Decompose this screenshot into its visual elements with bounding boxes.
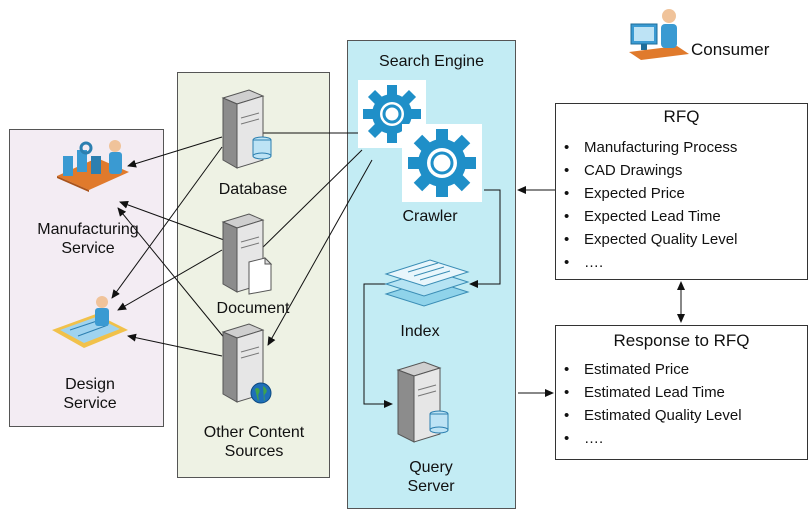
rfq-item: Expected Lead Time	[562, 205, 737, 228]
database-to-manufacturing-arrow	[127, 136, 223, 168]
crawler-label: Crawler	[402, 208, 458, 225]
rfq-item: Manufacturing Process	[562, 136, 737, 159]
other-sources-line1: Other Content	[203, 424, 305, 441]
consumer-icon	[629, 9, 689, 60]
other-to-design-arrow	[127, 333, 223, 357]
index-to-query-arrow	[363, 283, 393, 408]
globe-icon	[250, 382, 272, 404]
design-line1: Design	[65, 376, 115, 393]
other-to-manufacturing-arrow	[117, 207, 227, 341]
document-to-manufacturing-arrow	[119, 200, 225, 241]
rfq-item: CAD Drawings	[562, 159, 737, 182]
document-to-design-arrow	[117, 249, 223, 311]
query-server-line1: Query	[409, 459, 453, 476]
response-item: ….	[562, 427, 742, 450]
rfq-item: Expected Quality Level	[562, 228, 737, 251]
server-icon	[221, 213, 273, 295]
response-title: Response to RFQ	[613, 331, 750, 350]
database-to-design-arrow	[111, 146, 223, 299]
search-engine-title: Search Engine	[379, 53, 484, 70]
designer-icon	[52, 296, 128, 348]
crawler-to-document-arrow	[254, 149, 363, 256]
database-label: Database	[218, 181, 288, 198]
document-label: Document	[216, 300, 290, 317]
rfq-item: Expected Price	[562, 182, 737, 205]
manufacturing-line1: Manufacturing	[37, 221, 139, 238]
rfq-title: RFQ	[663, 107, 700, 126]
server-icon	[221, 89, 272, 169]
response-box: Response to RFQ Estimated Price Estimate…	[555, 325, 808, 460]
response-item: Estimated Lead Time	[562, 381, 742, 404]
response-item: Estimated Price	[562, 358, 742, 381]
gear-icon	[402, 124, 482, 202]
query-server-line2: Server	[407, 478, 455, 495]
server-icon	[396, 361, 449, 443]
response-item: Estimated Quality Level	[562, 404, 742, 427]
rfq-box: RFQ Manufacturing Process CAD Drawings E…	[555, 103, 808, 280]
other-sources-line2: Sources	[224, 443, 284, 460]
design-service-label: Design Service	[40, 375, 140, 413]
manufacturing-service-label: Manufacturing Service	[14, 220, 162, 258]
crawler-to-index-arrow	[469, 189, 501, 288]
response-list: Estimated Price Estimated Lead Time Esti…	[562, 358, 742, 450]
other-sources-label: Other Content Sources	[178, 423, 330, 461]
rfq-list: Manufacturing Process CAD Drawings Expec…	[562, 136, 737, 274]
manufacturing-line2: Service	[61, 240, 115, 257]
documents-icon	[384, 259, 470, 307]
consumer-label: Consumer	[691, 40, 770, 59]
index-label: Index	[400, 323, 440, 340]
rfq-item: ….	[562, 251, 737, 274]
worker-icon	[57, 140, 129, 192]
design-line2: Service	[63, 395, 117, 412]
query-server-label: Query Server	[376, 458, 486, 496]
crawler-to-other-arrow	[267, 159, 373, 346]
